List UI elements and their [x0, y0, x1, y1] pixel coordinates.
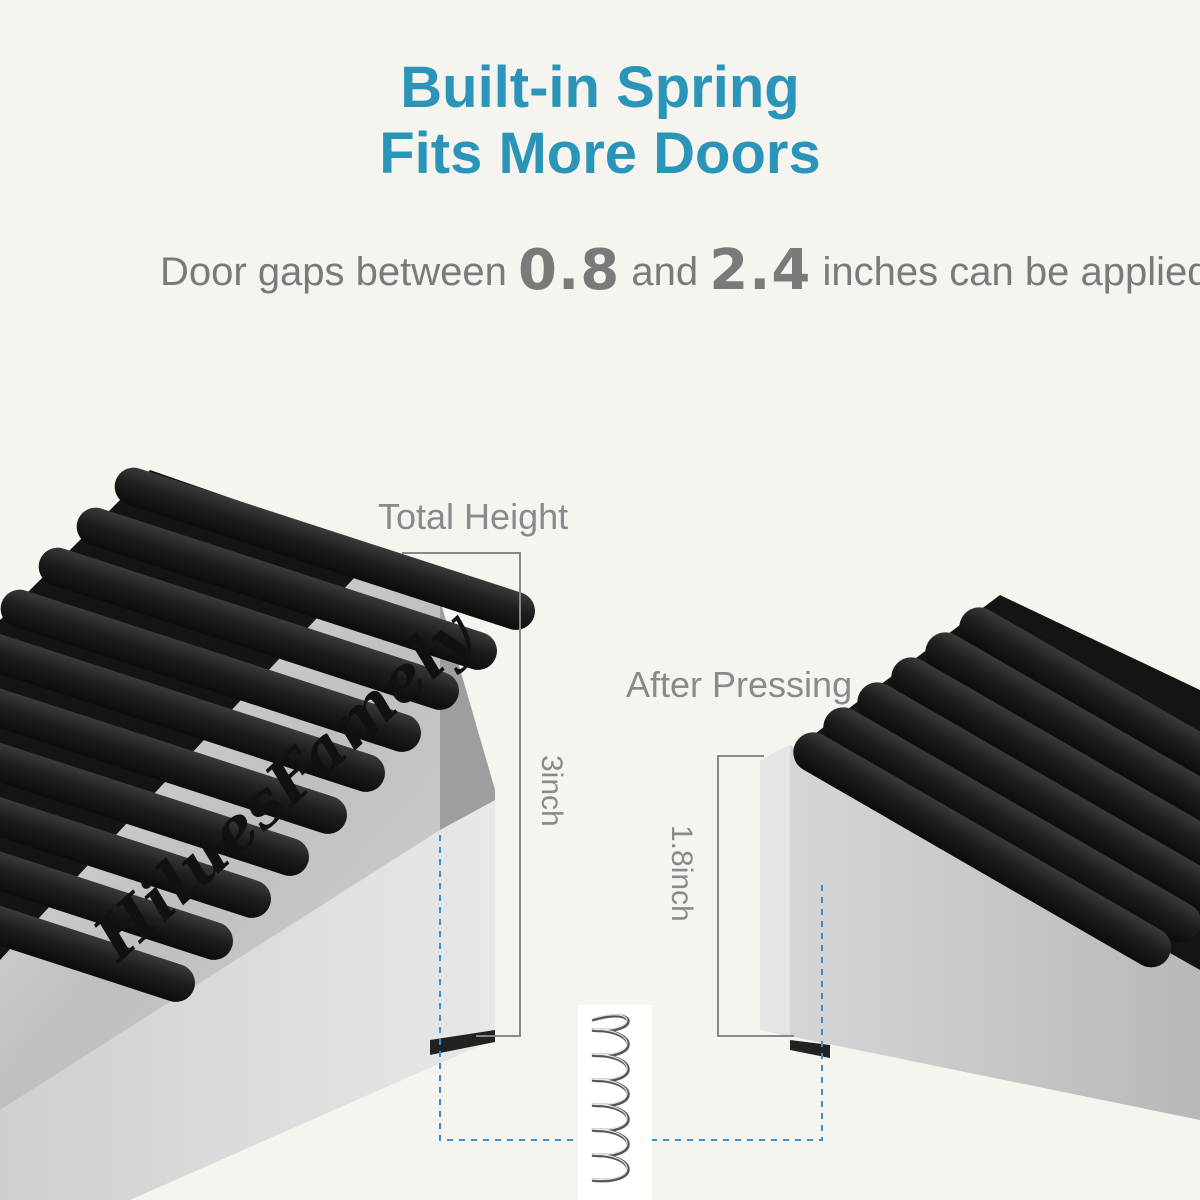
min-gap-value: 0.8 — [518, 238, 621, 303]
subtitle-suffix: inches can be applied — [811, 250, 1200, 294]
left-rubber-ridges — [0, 467, 535, 1002]
headline-line-1: Built-in Spring — [400, 55, 800, 120]
right-stopper-foot — [790, 1040, 830, 1058]
max-gap-value: 2.4 — [709, 238, 812, 303]
subtitle-prefix: Door gaps between — [160, 250, 519, 294]
left-door-stopper — [0, 467, 535, 1200]
after-pressing-value: 1.8inch — [665, 825, 698, 922]
right-rubber-ridges — [793, 607, 1200, 968]
after-pressing-bracket — [717, 755, 794, 1037]
after-pressing-label: After Pressing — [626, 664, 853, 705]
right-door-stopper — [760, 595, 1200, 1120]
total-height-value: 3inch — [535, 755, 568, 827]
spring-icon — [578, 1005, 652, 1200]
left-stopper-base — [0, 800, 495, 1200]
total-height-label: Total Height — [378, 496, 569, 537]
headline-line-2: Fits More Doors — [379, 121, 821, 186]
subtitle-middle: and — [620, 250, 710, 294]
total-height-bracket — [402, 552, 521, 1037]
spring-callout-right — [650, 885, 823, 1141]
spring-callout-left — [439, 835, 580, 1141]
door-gap-description: Door gaps between 0.8 and 2.4 inches can… — [160, 238, 1200, 303]
right-stopper-body — [760, 745, 1200, 1120]
right-stopper-front — [760, 745, 790, 1035]
headline: Built-in Spring Fits More Doors — [0, 55, 1200, 187]
